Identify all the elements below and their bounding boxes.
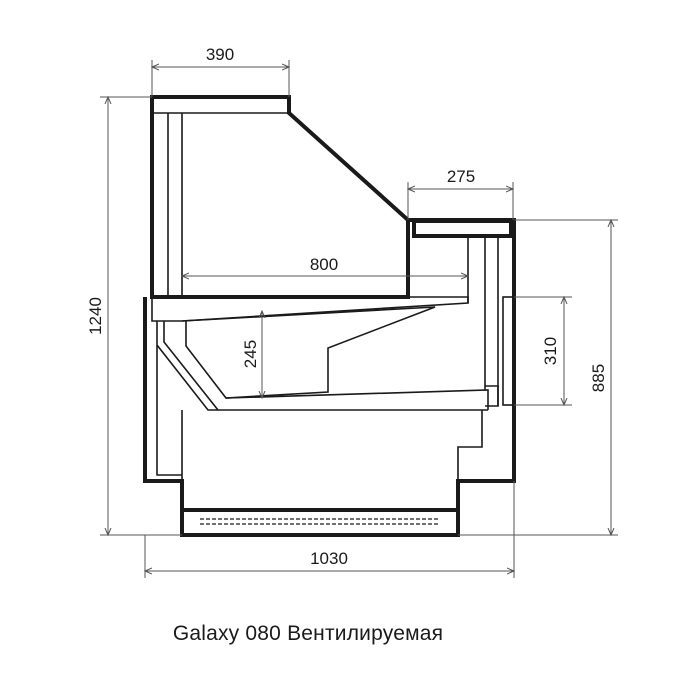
side-panel	[502, 296, 515, 406]
dim-shelf-width: 275	[447, 167, 475, 186]
dim-total-height: 1240	[86, 297, 105, 335]
left-post	[167, 113, 183, 297]
dim-inner-depth: 800	[310, 255, 338, 274]
basin	[181, 389, 489, 481]
right-column	[467, 235, 499, 406]
left-inner-wall	[156, 321, 488, 476]
top-shelf-plate	[412, 219, 513, 238]
dim-total-width: 1030	[310, 549, 348, 568]
display-tray	[151, 296, 469, 322]
drawing-caption: Galaxy 080 Вентилируемая	[172, 622, 444, 645]
left-wall-diag	[163, 321, 219, 411]
right-column-cap	[485, 385, 499, 407]
dim-counter-height: 885	[589, 364, 608, 392]
vent-slots	[200, 518, 440, 525]
inner-structure	[151, 112, 515, 525]
dim-side-opening: 310	[541, 337, 560, 365]
dimension-lines	[100, 60, 618, 578]
top-canopy-outline	[150, 95, 410, 299]
dim-inner-height: 245	[241, 340, 260, 368]
dim-top-width: 390	[206, 45, 234, 64]
tray-slope	[181, 306, 436, 399]
